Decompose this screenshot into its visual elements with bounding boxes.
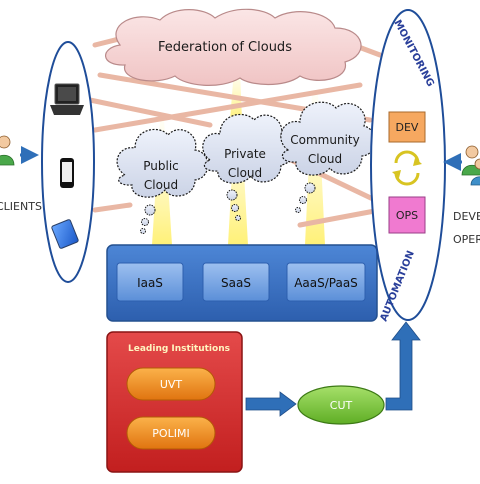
cycle-icon <box>392 150 422 186</box>
institutions-title: Leading Institutions <box>128 344 230 354</box>
clients-label: CLIENTS <box>0 200 42 213</box>
ops-box <box>388 196 426 234</box>
people-icon <box>461 145 480 186</box>
person-icon <box>0 135 15 166</box>
community-cloud: Community Cloud <box>280 101 376 213</box>
dev-label: DEV <box>396 121 419 134</box>
connector-arrow <box>87 97 213 128</box>
connector-arrow <box>92 202 133 213</box>
tablet-icon <box>51 219 79 249</box>
client-devices <box>41 41 95 283</box>
dev-box <box>388 111 426 143</box>
federation-cloud: Federation of Clouds <box>105 8 362 86</box>
institution-pill-polimi <box>126 416 216 450</box>
connector-arrow <box>92 82 363 133</box>
public-cloud-line2: Cloud <box>144 178 178 192</box>
public-cloud: Public Cloud <box>116 128 209 234</box>
institution-label-polimi: POLIMI <box>152 427 189 440</box>
cut-to-devops-arrow <box>385 321 421 411</box>
devops-panel: MONITORING AUTOMATION DEV OPS <box>370 9 446 323</box>
institution-label-uvt: UVT <box>160 378 183 391</box>
private-cloud-line1: Private <box>224 147 266 161</box>
private-cloud: Private Cloud <box>202 113 294 221</box>
connector-arrow <box>297 207 383 228</box>
devops-label-line2: OPERA <box>453 233 480 246</box>
public-cloud-line1: Public <box>143 159 179 173</box>
service-bar: IaaS SaaS AaaS/PaaS <box>106 244 378 322</box>
service-box-iaas <box>116 262 184 302</box>
private-cloud-line2: Cloud <box>228 166 262 180</box>
community-cloud-line2: Cloud <box>308 152 342 166</box>
clients-actor: CLIENTS <box>0 135 42 213</box>
devops-label-line1: DEVEL <box>453 210 480 223</box>
service-box-saas <box>202 262 270 302</box>
service-box-aaas-paas <box>286 262 366 302</box>
phone-icon <box>60 158 74 188</box>
cut-node: CUT <box>297 385 385 425</box>
service-label-aaas-paas: AaaS/PaaS <box>294 276 358 290</box>
institution-pill-uvt <box>126 367 216 401</box>
laptop-icon <box>50 83 84 115</box>
devops-actor: DEVEL OPERA <box>443 145 480 246</box>
community-cloud-line1: Community <box>290 133 359 147</box>
service-label-saas: SaaS <box>221 276 251 290</box>
ops-label: OPS <box>396 209 418 222</box>
cut-label: CUT <box>330 399 353 412</box>
institutions-to-cut-arrow <box>245 391 297 417</box>
institutions-box: Leading Institutions UVT POLIMI <box>106 331 243 473</box>
federation-title: Federation of Clouds <box>158 40 292 55</box>
service-label-iaas: IaaS <box>137 276 163 290</box>
